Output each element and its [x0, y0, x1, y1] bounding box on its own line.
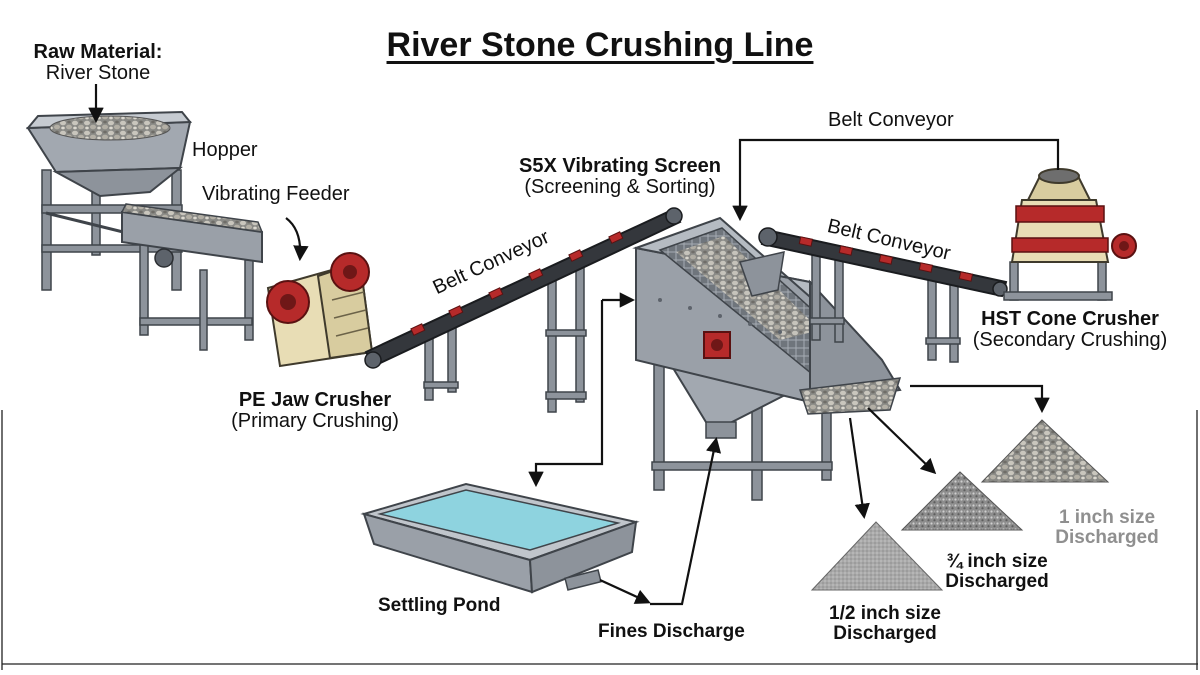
flow-arrows: [88, 84, 1060, 606]
arrow-screen-to-pond: [528, 300, 604, 488]
jaw-crusher-label: PE Jaw Crusher (Primary Crushing): [231, 389, 399, 432]
arrow-half-inch: [848, 417, 870, 520]
belt-conveyor-1-illustration: [364, 207, 683, 413]
vibrating-feeder-illustration: [120, 203, 264, 351]
settling-pond-illustration: [360, 482, 640, 594]
arrow-three-quarter-inch: [867, 407, 937, 475]
arrow-pond-outlet: [599, 579, 651, 604]
fines-discharge-label: Fines Discharge: [598, 621, 745, 642]
raw-material-label: Raw Material: River Stone: [33, 41, 163, 84]
settling-pond-label: Settling Pond: [378, 595, 501, 616]
arrow-feeder-to-jaw: [285, 217, 309, 262]
half-inch-label: 1/2 inch size Discharged: [829, 603, 941, 644]
jaw-crusher-illustration: [266, 252, 374, 368]
cone-crusher-label: HST Cone Crusher (Secondary Crushing): [972, 308, 1168, 351]
three-quarter-inch-label: ¾ inch size Discharged: [945, 551, 1049, 592]
page-frame: [1, 410, 1198, 670]
vibrating-screen-label: S5X Vibrating Screen (Screening & Sortin…: [519, 155, 721, 198]
product-piles: [810, 419, 1110, 591]
arrow-cone-return: [732, 138, 1060, 222]
pile-half-inch: [810, 521, 944, 591]
vibrating-feeder-label: Vibrating Feeder: [202, 183, 350, 205]
one-inch-label: 1 inch size Discharged: [1055, 507, 1159, 548]
belt-conveyor-2-illustration: [758, 227, 1008, 363]
hopper-label: Hopper: [192, 139, 258, 161]
pile-one-inch: [980, 419, 1110, 483]
belt-conveyor-top-label: Belt Conveyor: [828, 109, 954, 131]
diagram-title: River Stone Crushing Line: [386, 26, 814, 64]
arrow-fines-discharge: [650, 436, 722, 606]
cone-crusher-illustration: [1003, 168, 1137, 301]
hopper-illustration: [25, 110, 193, 291]
arrow-one-inch: [910, 384, 1050, 414]
pile-three-quarter-inch: [900, 471, 1024, 531]
